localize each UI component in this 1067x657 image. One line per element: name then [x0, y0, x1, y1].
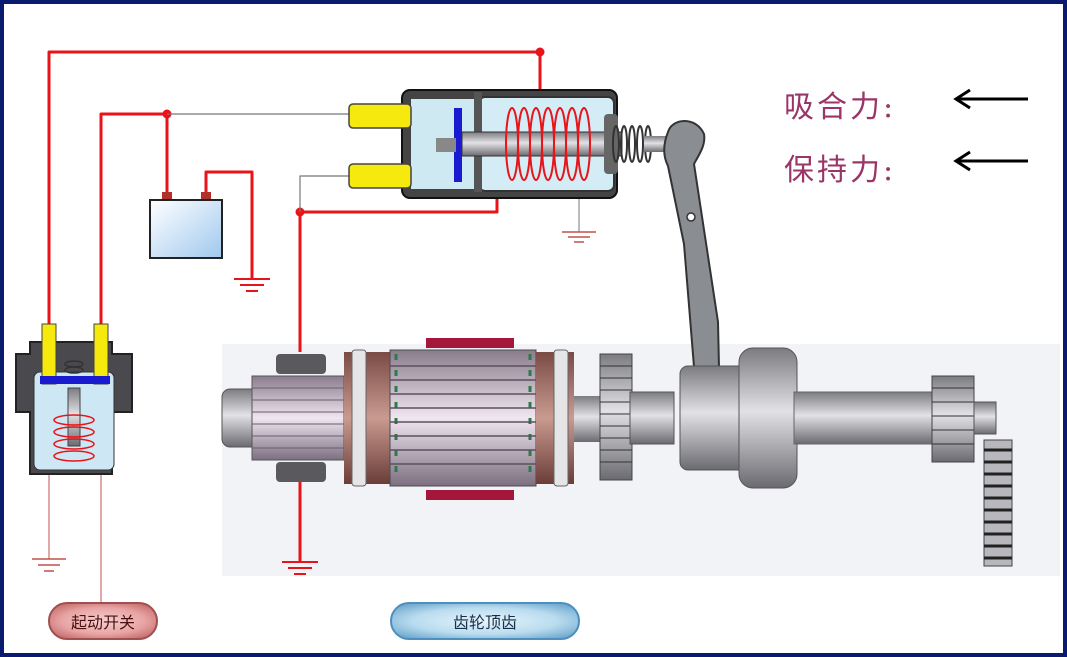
starter-circuit-diagram — [15, 47, 1060, 602]
battery-icon — [149, 192, 223, 259]
spring-icon — [612, 125, 652, 163]
gear-tooth-contact-button[interactable]: 齿轮顶齿 — [390, 602, 580, 640]
armature — [389, 349, 537, 487]
ground-icon — [234, 278, 270, 292]
gear-icon — [599, 353, 633, 481]
gear-icon — [931, 375, 975, 463]
terminal-battery — [348, 103, 412, 129]
contact-disc — [454, 108, 462, 182]
suction-force-label: 吸合力: — [784, 90, 897, 125]
starter-motor — [221, 338, 1013, 567]
ground-icon — [32, 558, 66, 572]
coil-icon — [53, 414, 95, 462]
brush — [276, 354, 326, 374]
commutator — [251, 375, 345, 461]
arrow-left-icon — [953, 150, 1028, 172]
ground-icon — [562, 231, 596, 243]
ignition-switch — [15, 323, 133, 475]
junction-dot — [535, 47, 545, 57]
pole-piece — [426, 490, 514, 500]
ground-icon — [282, 561, 318, 575]
pole-piece — [426, 338, 514, 348]
terminal-motor — [348, 163, 412, 189]
solenoid-switch — [348, 89, 674, 199]
wire-battery-ground — [204, 170, 254, 279]
wire-motor-terminal — [299, 175, 349, 212]
coil-icon — [505, 107, 591, 181]
arrow-left-icon — [953, 88, 1028, 110]
start-switch-button[interactable]: 起动开关 — [48, 602, 158, 640]
brush — [276, 462, 326, 482]
gear-icon — [983, 439, 1013, 567]
holding-force-label: 保持力: — [784, 153, 897, 188]
spring-icon — [64, 360, 84, 374]
wire-switch-to-battery — [99, 112, 169, 324]
